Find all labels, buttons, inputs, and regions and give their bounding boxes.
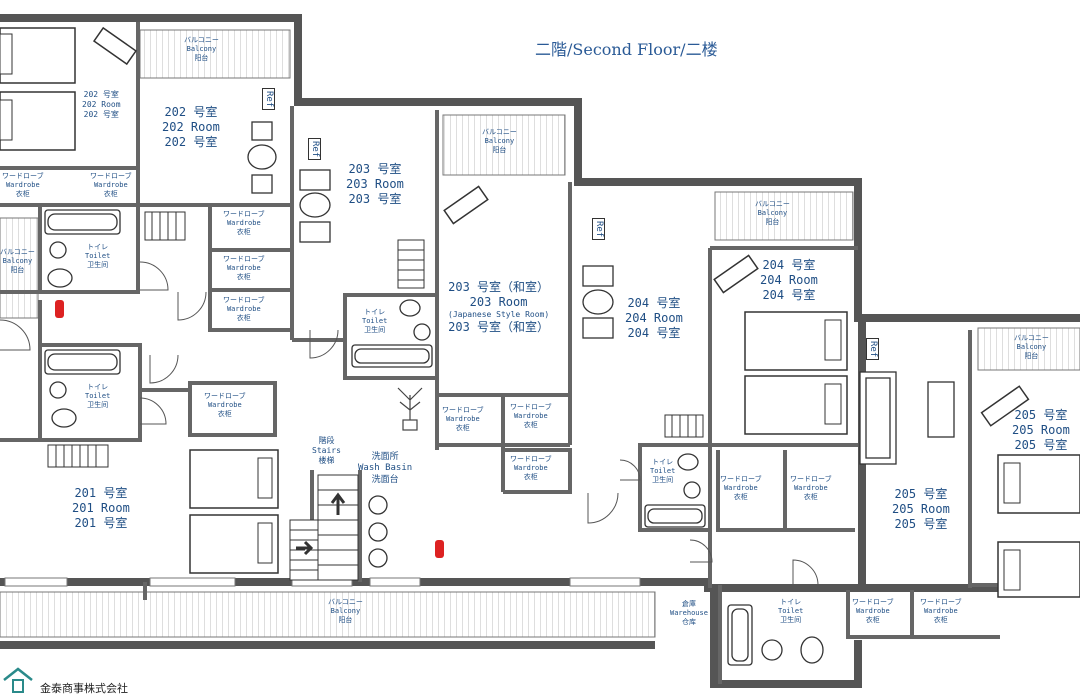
balcony-203	[442, 114, 566, 176]
sanitary	[44, 209, 824, 666]
balcony-202	[139, 29, 291, 79]
dining-sets	[247, 121, 614, 339]
sofa-set	[859, 371, 955, 465]
refrigerator-label-204: Ref	[592, 218, 605, 241]
bed-205-a	[997, 454, 1080, 514]
balcony-204	[714, 191, 854, 241]
company-logo-icon	[3, 667, 33, 693]
refrigerator-label-202: Ref	[262, 88, 275, 111]
room-203-japanese-label: 203 号室（和室）203 Room (Japanese Style Room)…	[448, 280, 550, 334]
company-name: 金泰商事株式会社	[40, 682, 128, 695]
bed-204-b	[744, 375, 848, 435]
floor-title: 二階/Second Floor/二楼	[535, 40, 718, 59]
extinguishers	[55, 300, 444, 558]
balcony-south	[0, 591, 656, 638]
balconies	[0, 29, 1080, 638]
doors	[0, 261, 819, 586]
bed-202-b	[0, 91, 76, 151]
beds	[0, 27, 1080, 598]
balcony-205	[977, 327, 1080, 371]
plant-icon	[397, 387, 423, 431]
bed-201-b	[189, 514, 279, 574]
stairs-graphics	[47, 211, 704, 581]
refrigerator-label-205: Ref	[866, 338, 879, 361]
bed-202-a	[0, 27, 76, 84]
bed-205-b	[997, 541, 1080, 598]
refrigerator-label-203: Ref	[308, 138, 321, 161]
desks	[92, 26, 1030, 427]
bed-204-a	[744, 311, 848, 371]
bed-201-a	[189, 449, 279, 509]
interior-walls	[0, 22, 1080, 684]
